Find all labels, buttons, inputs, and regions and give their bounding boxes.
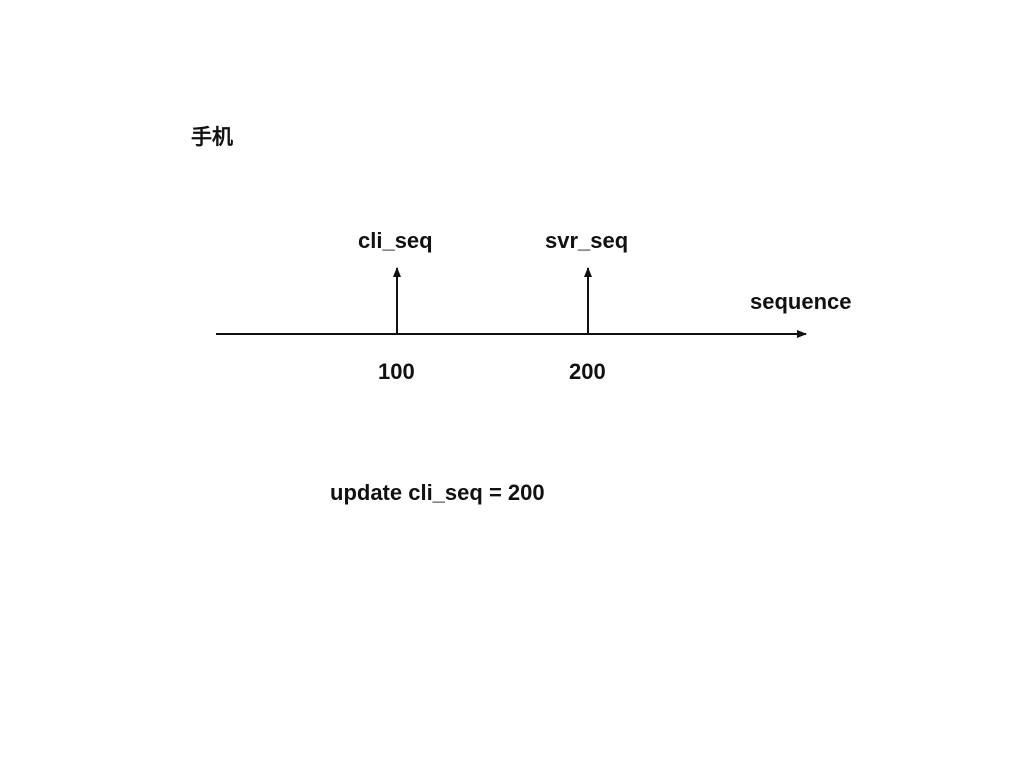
sequence-axis-label: sequence (750, 289, 852, 314)
cli-seq-label: cli_seq (358, 228, 433, 253)
slide-title: 手机 (191, 126, 233, 149)
svr-seq-label: svr_seq (545, 228, 629, 253)
svr-seq-value: 200 (569, 359, 606, 384)
cli-seq-value: 100 (378, 359, 415, 384)
update-note: update cli_seq = 200 (330, 480, 545, 505)
